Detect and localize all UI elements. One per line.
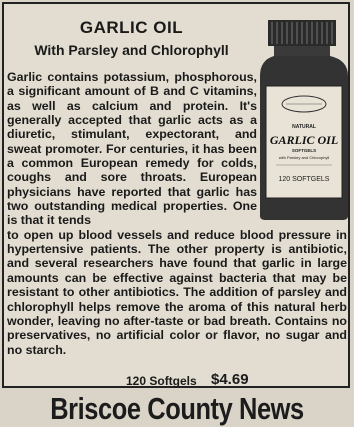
bottle-label-name: GARLIC OIL — [270, 133, 338, 147]
ad-subtitle: With Parsley and Chlorophyll — [34, 42, 229, 58]
bottle-illustration: NATURAL GARLIC OIL SOFTGELS with Parsley… — [260, 20, 348, 220]
product-price: $4.69 — [211, 371, 249, 388]
bottle-label-line1: SOFTGELS — [292, 148, 316, 153]
ad-body: Garlic contains potassium, phosphorous, … — [7, 70, 347, 357]
ad-body-full: to open up blood vessels and reduce bloo… — [7, 227, 347, 357]
bottle-label-top: NATURAL — [292, 124, 316, 130]
ad-title: GARLIC OIL — [79, 18, 184, 37]
product-count: 120 Softgels — [126, 374, 197, 388]
garlic-oil-ad: GARLIC OIL With Parsley and Chlorophyll … — [2, 2, 350, 388]
ad-body-wrapped: Garlic contains potassium, phosphorous, … — [7, 70, 257, 228]
bottle-label-line2: with Parsley and Chlorophyll — [279, 155, 330, 160]
price-row: 120 Softgels $4.69 — [4, 371, 352, 389]
newspaper-masthead: Briscoe County News — [50, 391, 304, 426]
bottle-label-count: 120 SOFTGELS — [279, 176, 330, 183]
